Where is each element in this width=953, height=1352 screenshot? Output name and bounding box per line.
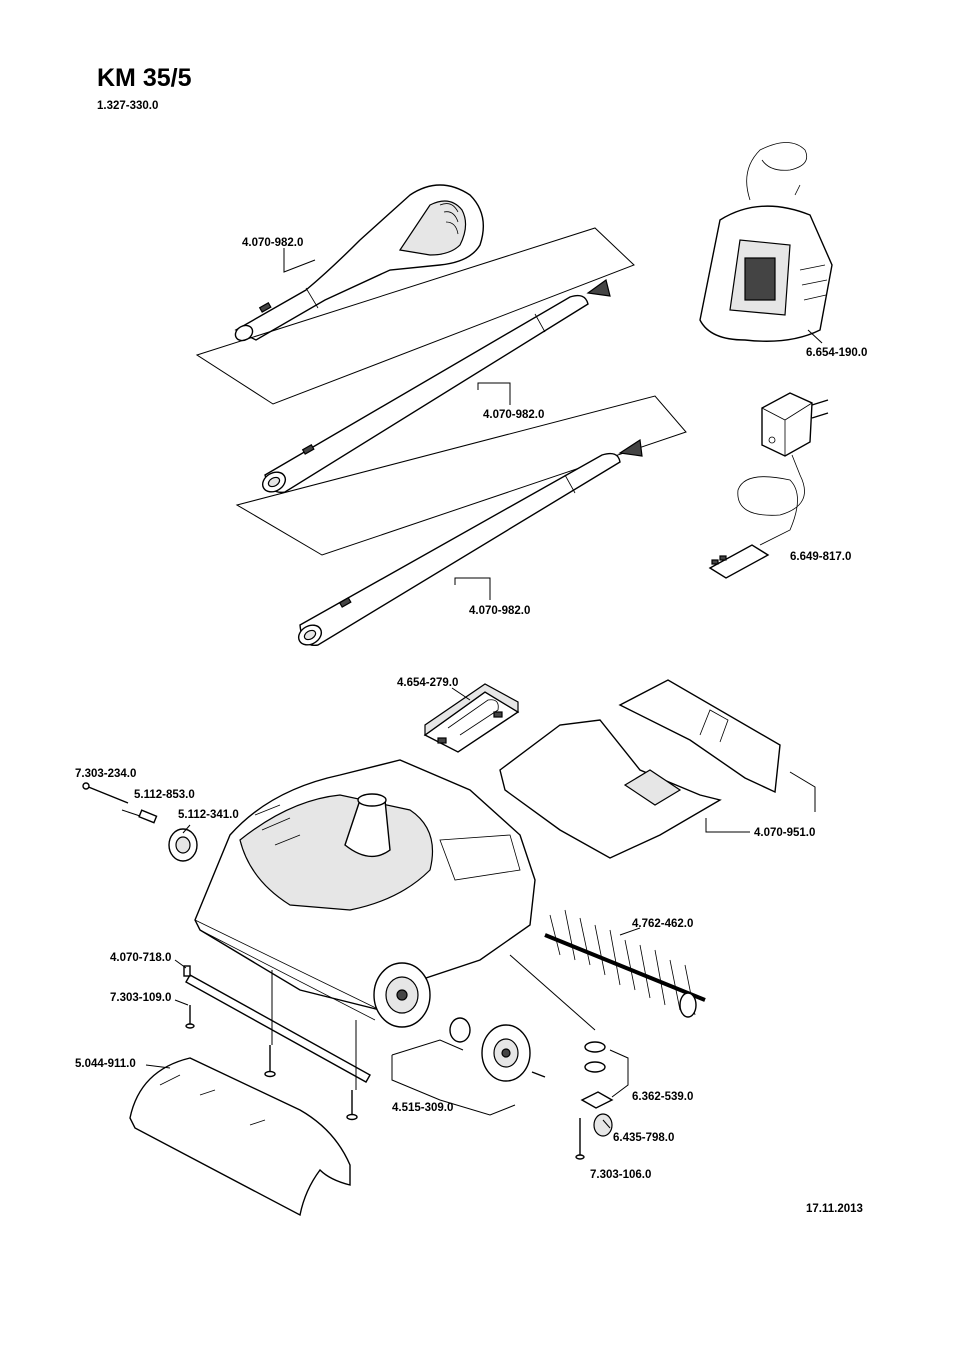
label-handle: 4.070-982.0 <box>242 237 303 249</box>
dirt-bracket-right <box>790 772 815 812</box>
leader-tube-upper <box>478 383 510 405</box>
front-cover-part <box>130 1058 350 1215</box>
label-screw-front: 7.303-109.0 <box>110 992 171 1004</box>
label-roller-brush: 4.762-462.0 <box>632 918 693 930</box>
leader-battery <box>452 688 470 700</box>
battery-part <box>425 684 518 752</box>
dirt-container-part <box>500 680 780 858</box>
wheel-bracket-top <box>392 1040 463 1055</box>
tube-upper-part <box>259 296 588 496</box>
label-washer-set: 6.362-539.0 <box>632 1091 693 1103</box>
label-battery: 4.654-279.0 <box>397 677 458 689</box>
assembly-arrow-2 <box>620 440 642 456</box>
assembly-arrow-1 <box>588 280 610 296</box>
leader-sleeve <box>122 810 140 816</box>
label-power-adapter: 6.649-817.0 <box>790 551 851 563</box>
handle-part <box>233 185 484 344</box>
main-body-part <box>195 760 535 1027</box>
label-wheel-set: 4.515-309.0 <box>392 1102 453 1114</box>
label-tube-upper: 4.070-982.0 <box>483 409 544 421</box>
leader-screw-front <box>175 1000 188 1005</box>
label-caster: 6.435-798.0 <box>613 1132 674 1144</box>
label-axle-pin: 7.303-234.0 <box>75 768 136 780</box>
leader-tube-lower <box>455 578 490 600</box>
dirt-bracket-left <box>706 818 750 832</box>
label-screw-caster: 7.303-106.0 <box>590 1169 651 1181</box>
label-bumper-strip: 4.070-718.0 <box>110 952 171 964</box>
washer-bracket <box>610 1050 628 1097</box>
tube-lower-part <box>295 454 620 649</box>
label-charger-station: 6.654-190.0 <box>806 347 867 359</box>
label-front-roller: 5.112-341.0 <box>178 809 239 821</box>
wheel-set-part <box>450 1018 545 1081</box>
label-dirt-container: 4.070-951.0 <box>754 827 815 839</box>
leader-handle <box>284 248 315 272</box>
leader-bumper <box>175 960 186 968</box>
label-front-cover: 5.044-911.0 <box>75 1058 136 1070</box>
label-axle-sleeve: 5.112-853.0 <box>134 789 195 801</box>
label-tube-lower: 4.070-982.0 <box>469 605 530 617</box>
charger-station-part <box>700 143 832 342</box>
